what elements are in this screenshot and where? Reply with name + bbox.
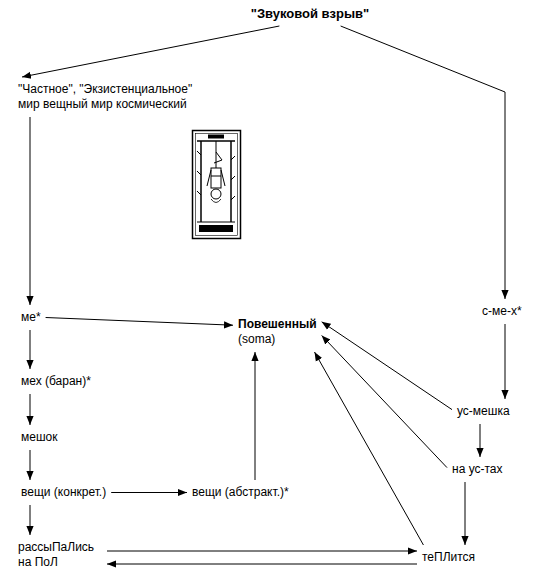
arrow-connector — [30, 450, 31, 480]
node-text: мех (баран)* — [21, 374, 91, 389]
arrow-connector — [322, 335, 447, 467]
node-text: мир вещный мир космический — [18, 97, 192, 112]
arrow-connector — [480, 424, 481, 457]
text-node: вещи (конкрет.) — [19, 483, 108, 502]
text-node: Повешенный(soma) — [236, 315, 319, 349]
node-text: рассыПаЛись на ПоЛ — [18, 540, 102, 570]
node-text: (soma) — [238, 332, 317, 347]
arrow-connector — [322, 322, 452, 410]
text-node: "Звуковой взрыв" — [249, 4, 372, 23]
node-text: вещи (абстракт.)* — [192, 485, 289, 500]
node-text: с-ме-х* — [482, 304, 522, 319]
text-node: теПЛится — [420, 548, 477, 567]
text-node: мех (баран)* — [19, 372, 93, 391]
arrow-connector — [315, 352, 424, 545]
hanged-man-card — [193, 131, 241, 239]
node-text: ус-мешка — [457, 404, 510, 419]
arrow-connector — [30, 117, 31, 305]
node-text: "Звуковой взрыв" — [251, 6, 370, 21]
node-text: теПЛится — [422, 550, 475, 565]
arrow-connector — [30, 330, 31, 369]
node-text: вещи (конкрет.) — [21, 485, 106, 500]
arrow-connector — [111, 492, 187, 493]
node-text: на ус-тах — [452, 462, 503, 477]
text-node: рассыПаЛись на ПоЛ — [16, 538, 104, 572]
text-node: на ус-тах — [450, 460, 505, 479]
arrow-connector — [107, 564, 417, 565]
text-node: ме* — [19, 308, 43, 327]
arrow-connector — [46, 318, 233, 326]
text-node: с-ме-х* — [480, 302, 524, 321]
arrow-connector — [22, 26, 279, 77]
node-text: мешок — [21, 430, 57, 445]
text-node: "Частное", "Экзистенциальное"мир вещный … — [16, 80, 194, 114]
arrow-connector — [30, 394, 31, 425]
node-text: "Частное", "Экзистенциальное" — [18, 82, 192, 97]
text-node: ус-мешка — [455, 402, 512, 421]
arrow-connector — [465, 482, 466, 545]
arrow-connector — [107, 551, 417, 552]
arrow-connector — [505, 324, 506, 399]
arrow-connector — [341, 26, 505, 299]
text-node: мешок — [19, 428, 59, 447]
node-text: ме* — [21, 310, 41, 325]
text-node: вещи (абстракт.)* — [190, 483, 291, 502]
arrow-connector — [255, 352, 256, 480]
node-text: Повешенный — [238, 317, 317, 332]
arrow-connector — [30, 505, 31, 535]
